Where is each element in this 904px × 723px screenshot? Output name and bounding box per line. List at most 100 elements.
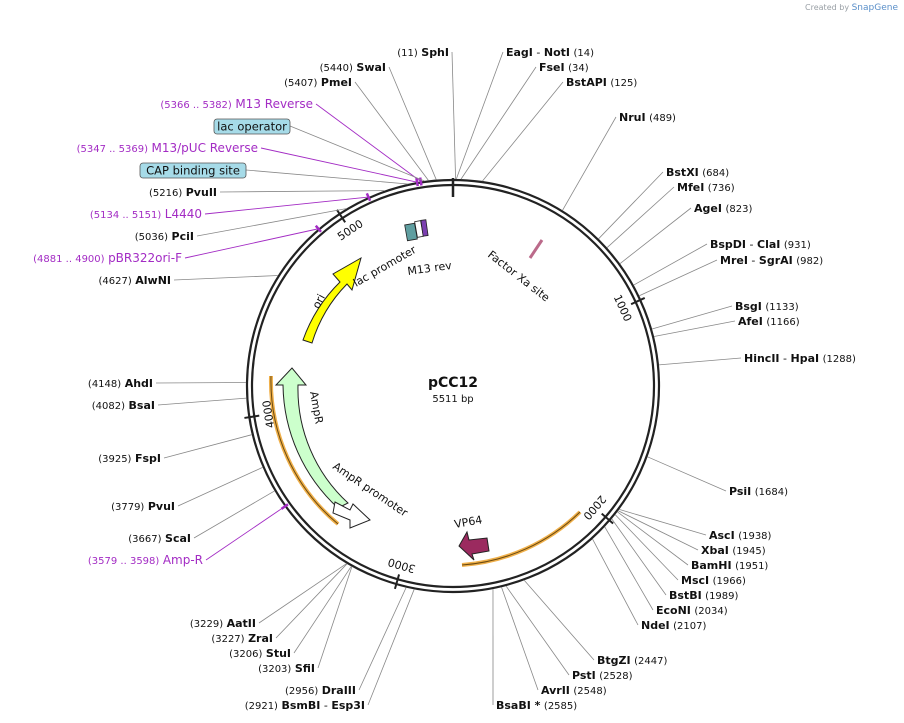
ori-arrow[interactable] — [302, 256, 362, 344]
enzyme-label[interactable]: (3206) StuI — [229, 647, 291, 660]
primer-label[interactable]: (3579 .. 3598) Amp-R — [88, 553, 203, 567]
enzyme-label[interactable]: XbaI (1945) — [701, 544, 766, 557]
enzyme-text: PstI — [572, 669, 596, 682]
enzyme-text: (5440) — [320, 63, 353, 74]
primer-range: (5366 .. 5382) — [160, 100, 232, 111]
enzyme-label[interactable]: (3779) PvuI — [111, 500, 175, 513]
enzyme-label[interactable]: PsiI (1684) — [729, 485, 788, 498]
enzyme-leader-line — [611, 518, 667, 596]
primer-leader-line — [260, 147, 418, 183]
enzyme-label[interactable]: BspDI - ClaI (931) — [710, 238, 811, 251]
enzyme-label[interactable]: AgeI (823) — [694, 202, 752, 215]
enzyme-label[interactable]: EagI - NotI (14) — [506, 46, 594, 59]
enzyme-text: XbaI — [701, 544, 729, 557]
enzyme-label[interactable]: NdeI (2107) — [641, 619, 706, 632]
enzyme-leader-line — [193, 490, 275, 539]
enzyme-label[interactable]: MfeI (736) — [677, 181, 735, 194]
primer-label[interactable]: (5347 .. 5369) M13/pUC Reverse — [77, 141, 258, 155]
enzyme-label[interactable]: BamHI (1951) — [691, 559, 768, 572]
enzyme-text: AatII — [227, 617, 256, 630]
enzyme-text: NdeI — [641, 619, 670, 632]
enzyme-text: NruI — [619, 111, 646, 124]
enzyme-label[interactable]: AfeI (1166) — [738, 315, 800, 328]
enzyme-label[interactable]: BstBI (1989) — [669, 589, 739, 602]
ampr-arrow[interactable] — [274, 367, 349, 509]
enzyme-text: (2921) — [245, 701, 278, 712]
enzyme-leader-line — [354, 81, 429, 181]
enzyme-text: SwaI — [356, 61, 386, 74]
enzyme-label[interactable]: (4082) BsaI — [92, 399, 155, 412]
enzyme-leader-line — [614, 514, 679, 581]
enzyme-label[interactable]: BtgZI (2447) — [597, 654, 667, 667]
enzyme-text: AscI — [709, 529, 735, 542]
enzyme-label[interactable]: BstXI (684) — [666, 166, 729, 179]
ampr-promoter-arrow[interactable] — [332, 501, 371, 529]
region-box[interactable] — [213, 118, 291, 135]
m13-rev-block[interactable] — [420, 219, 429, 237]
enzyme-text: (3203) — [258, 664, 291, 675]
enzyme-leader-line — [658, 357, 742, 366]
enzyme-label[interactable]: (4148) AhdI — [88, 377, 153, 390]
enzyme-label[interactable]: BstAPI (125) — [566, 76, 637, 89]
enzyme-label[interactable]: BsaBI * (2585) — [496, 699, 577, 712]
primer-name: pBR322ori-F — [108, 251, 182, 265]
enzyme-label[interactable]: AvrII (2548) — [541, 684, 607, 697]
enzyme-text: Esp3I — [331, 699, 365, 712]
enzyme-leader-line — [317, 566, 353, 669]
enzyme-leader-line — [258, 563, 347, 624]
enzyme-label[interactable]: FseI (34) — [539, 61, 589, 74]
enzyme-label[interactable]: (3203) SfiI — [258, 662, 315, 675]
enzyme-label[interactable]: (5216) PvuII — [149, 186, 217, 199]
enzyme-label[interactable]: (3227) ZraI — [211, 632, 273, 645]
enzyme-label[interactable]: BsgI (1133) — [735, 300, 799, 313]
enzyme-leader-line — [619, 509, 707, 536]
factor-xa-mark[interactable] — [528, 239, 544, 259]
primer-label[interactable]: (5366 .. 5382) M13 Reverse — [160, 97, 313, 111]
primer-mark — [418, 177, 423, 186]
enzyme-label[interactable]: EcoNI (2034) — [656, 604, 728, 617]
enzyme-leader-line — [647, 456, 727, 492]
enzyme-leader-line — [619, 207, 692, 264]
enzyme-label[interactable]: NruI (489) — [619, 111, 676, 124]
enzyme-label[interactable]: (11) SphI — [397, 46, 449, 59]
primer-label[interactable]: (4881 .. 4900) pBR322ori-F — [33, 251, 182, 265]
enzyme-leader-line — [293, 566, 352, 654]
enzyme-text: (3667) — [128, 534, 161, 545]
enzyme-text: SgrAI — [759, 254, 793, 267]
enzyme-text: (2548) — [573, 686, 606, 697]
vp64-arrow[interactable] — [458, 530, 490, 561]
enzyme-text: FspI — [135, 452, 161, 465]
enzyme-text: (1684) — [755, 487, 788, 498]
region-leader-line — [289, 125, 425, 182]
enzyme-text: AvrII — [541, 684, 570, 697]
enzyme-label[interactable]: (5036) PciI — [135, 230, 194, 243]
enzyme-label[interactable]: (5407) PmeI — [284, 76, 352, 89]
enzyme-text: (1951) — [735, 561, 768, 572]
enzyme-label[interactable]: (3229) AatII — [190, 617, 256, 630]
enzyme-text: (3206) — [229, 649, 262, 660]
enzyme-text: MscI — [681, 574, 709, 587]
enzyme-label[interactable]: PstI (2528) — [572, 669, 633, 682]
enzyme-text: (736) — [708, 183, 735, 194]
enzyme-label[interactable]: (5440) SwaI — [320, 61, 386, 74]
enzyme-leader-line — [482, 81, 564, 182]
enzyme-label[interactable]: MscI (1966) — [681, 574, 746, 587]
enzyme-label[interactable]: (4627) AlwNI — [98, 274, 171, 287]
enzyme-leader-line — [606, 186, 675, 248]
primer-leader-line — [184, 228, 319, 259]
enzyme-text: (34) — [568, 63, 589, 74]
enzyme-label[interactable]: HincII - HpaI (1288) — [744, 352, 856, 365]
enzyme-label[interactable]: (3925) FspI — [98, 452, 161, 465]
enzyme-label[interactable]: (2956) DraIII — [285, 684, 356, 697]
enzyme-label[interactable]: AscI (1938) — [709, 529, 772, 542]
enzyme-leader-line — [451, 51, 456, 180]
enzyme-label[interactable]: (2921) BsmBI - Esp3I — [245, 699, 365, 712]
enzyme-label[interactable]: (3667) ScaI — [128, 532, 191, 545]
enzyme-label[interactable]: MreI - SgrAI (982) — [720, 254, 823, 267]
enzyme-text: (2034) — [694, 606, 727, 617]
enzyme-leader-line — [617, 511, 689, 566]
enzyme-text: (3925) — [98, 454, 131, 465]
primer-label[interactable]: (5134 .. 5151) L4440 — [90, 207, 202, 221]
enzyme-text: (684) — [702, 168, 729, 179]
region-box[interactable] — [139, 162, 247, 179]
